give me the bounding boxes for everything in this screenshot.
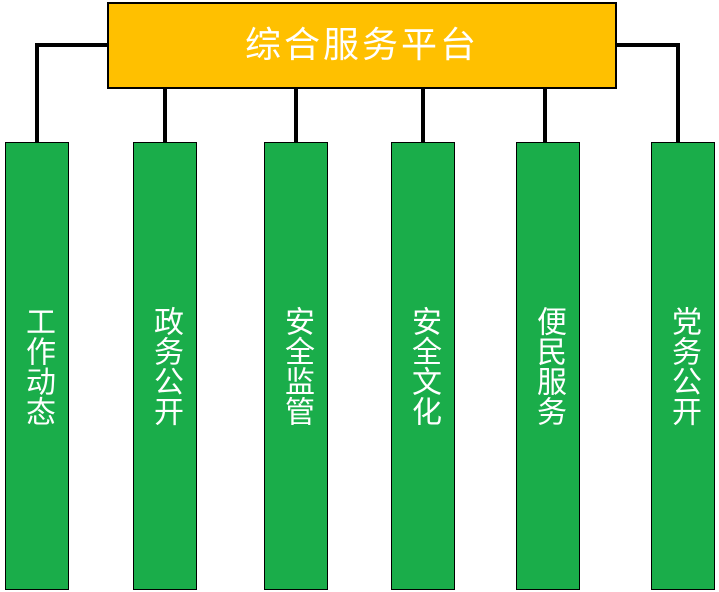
child-node-government-affairs: 政务公开 (133, 142, 197, 590)
root-node: 综合服务平台 (107, 2, 617, 89)
root-node-label: 综合服务平台 (244, 24, 479, 66)
child-node-label: 工作动态 (20, 306, 55, 426)
child-node-public-services: 便民服务 (516, 142, 580, 590)
child-node-safety-supervision: 安全监管 (264, 142, 328, 590)
child-node-label: 安全文化 (406, 306, 441, 426)
child-node-work-news: 工作动态 (5, 142, 69, 590)
child-node-label: 安全监管 (279, 306, 314, 426)
child-node-label: 政务公开 (148, 306, 183, 426)
child-node-label: 党务公开 (666, 306, 701, 426)
child-node-party-affairs: 党务公开 (651, 142, 715, 590)
connector-root-to-child-6 (617, 43, 680, 142)
child-node-safety-culture: 安全文化 (391, 142, 455, 590)
child-node-label: 便民服务 (531, 306, 566, 426)
connector-root-to-child-1 (35, 43, 107, 142)
